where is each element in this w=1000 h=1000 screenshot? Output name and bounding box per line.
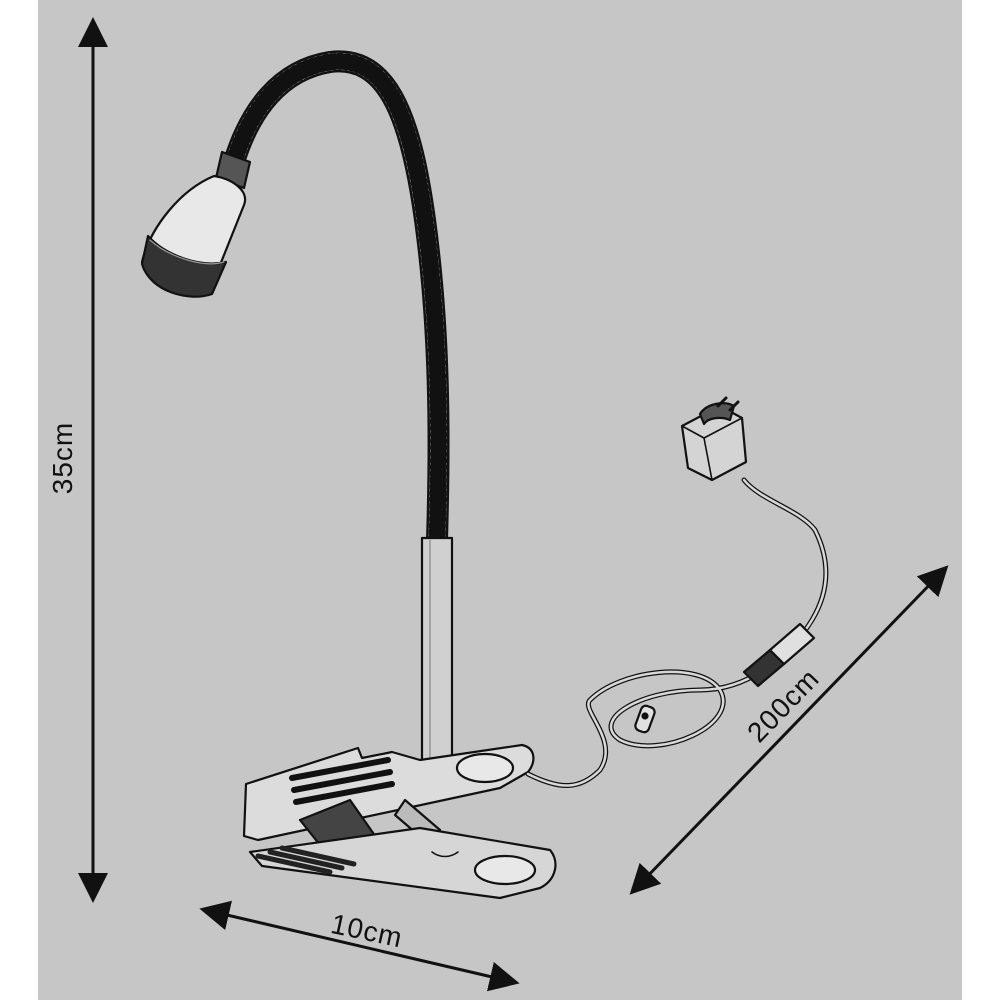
lamp-stem bbox=[420, 536, 454, 775]
gooseneck-arm bbox=[223, 50, 450, 551]
clip-lower-jaw bbox=[248, 826, 557, 900]
height-label: 35cm bbox=[47, 422, 78, 494]
cable-dimension: 200cm bbox=[629, 565, 949, 895]
width-arrow bbox=[199, 900, 520, 992]
power-adapter-icon bbox=[680, 396, 748, 482]
clip-lamp-illustration bbox=[140, 50, 829, 900]
inline-switch-icon bbox=[634, 704, 656, 734]
clip-upper-jaw bbox=[242, 743, 535, 842]
power-cable bbox=[525, 477, 829, 788]
width-dimension: 10cm bbox=[199, 900, 520, 992]
cable-arrow bbox=[629, 565, 949, 895]
barrel-connector bbox=[742, 622, 816, 688]
lamp-head bbox=[140, 150, 252, 298]
height-dimension: 35cm bbox=[47, 16, 108, 903]
